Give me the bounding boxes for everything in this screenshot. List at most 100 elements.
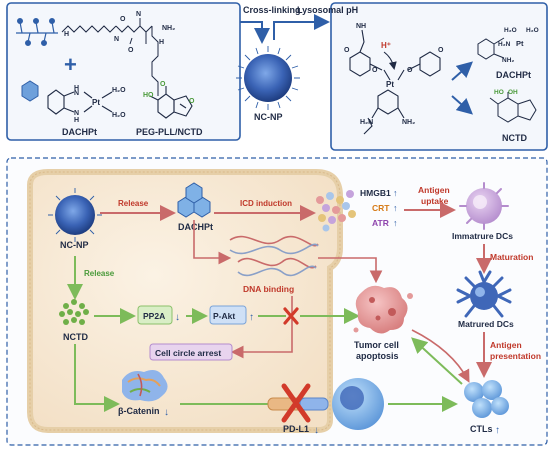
right-nctd-structure-icon <box>489 92 537 123</box>
right-h2n: H₂N <box>498 41 511 48</box>
right-nctd-label: NCTD <box>502 133 527 143</box>
complex-o-1: O <box>372 67 378 74</box>
crt-up-arrow: ↑ <box>393 203 398 213</box>
bottom-panel: NC-NP Release DACHPt ICD induction <box>6 157 548 446</box>
complex-o-2: O <box>407 67 413 74</box>
right-oh: OH <box>508 89 518 96</box>
dna-helix-icon <box>229 235 319 277</box>
arrow-to-dachpt <box>451 61 473 81</box>
ncnp-bottom-icon <box>48 188 102 242</box>
right-pt: Pt <box>516 39 524 48</box>
nctd-ho-label: HO <box>143 92 154 99</box>
nh2-label-top: NH₂ <box>162 25 175 32</box>
damps-cluster-icon <box>316 190 356 232</box>
pp2a-label: PP2A <box>143 311 165 321</box>
complex-pt: Pt <box>386 80 394 89</box>
dachpt-n-2: N <box>74 110 79 117</box>
plus-sign: + <box>64 52 77 77</box>
dachpt-h-2: H <box>74 117 79 124</box>
nctd-label-bottom: NCTD <box>63 332 88 342</box>
o-atom-1: O <box>120 16 126 23</box>
dachpt-label-bottom: DACHPt <box>178 222 213 232</box>
ctls-cluster-icon <box>464 380 509 418</box>
release-label-1: Release <box>118 199 149 208</box>
dachpt-n-1: N <box>74 90 79 97</box>
top-panel: H N O N O H NH₂ + H N N H Pt H₂O H₂O DAC… <box>6 2 548 151</box>
lysosomal-ph-label: Lysosomal pH <box>297 5 358 15</box>
hplus-arrow <box>383 51 397 70</box>
right-nh2: NH₂ <box>502 57 514 64</box>
antigen-uptake-line2: uptake <box>421 196 449 206</box>
tumor-cell-membrane-inner <box>29 171 341 431</box>
atr-label: ATR <box>372 218 389 228</box>
o-atom-2: O <box>128 47 134 54</box>
n-atom-1: N <box>114 36 119 43</box>
cell-arrest-box <box>149 343 233 361</box>
beta-catenin-protein-icon <box>122 370 168 402</box>
ctls-label: CTLs <box>470 424 493 434</box>
nctd-cluster-icon <box>59 299 89 325</box>
pt-complex-structure-icon <box>349 29 441 135</box>
right-h2o-1: H₂O <box>504 27 517 34</box>
ncnp-nanoparticle-icon <box>236 46 300 110</box>
polymer-brush-icon <box>16 18 58 46</box>
maturation-label: Maturation <box>490 252 533 262</box>
ncnp-label-top: NC-NP <box>254 112 283 122</box>
tumor-apoptosis-line1: Tumor cell <box>354 340 399 350</box>
pp2a-down-arrow: ↓ <box>175 312 180 323</box>
right-h2o-2: H₂O <box>526 27 539 34</box>
beta-catenin-label: β-Catenin <box>118 406 160 416</box>
crosslinking-label: Cross-linking <box>243 5 301 15</box>
pdl1-label: PD-L1 <box>283 424 309 434</box>
n-atom-2: N <box>136 11 141 18</box>
ncnp-label-bottom: NC-NP <box>60 240 89 250</box>
release-label-2: Release <box>84 269 115 278</box>
arrow-to-nctd <box>451 95 473 115</box>
immature-dc-icon <box>459 182 509 230</box>
nctd-ring-icon <box>149 86 193 119</box>
complex-nh2: NH₂ <box>402 119 415 126</box>
h-atom-2: H <box>159 39 164 46</box>
atr-up-arrow: ↑ <box>393 218 398 228</box>
peg-structure-icon <box>61 18 159 96</box>
nctd-o-label-2: O <box>189 98 195 105</box>
dachpt-to-dna-arrow <box>193 220 232 265</box>
pdl1-block-x-icon <box>281 383 311 423</box>
right-dachpt-label: DACHPt <box>496 70 531 80</box>
top-right-box <box>330 2 548 151</box>
right-ho: HO <box>494 89 504 96</box>
pakt-inhibit-x-icon <box>283 307 299 325</box>
hexagon-icon <box>21 80 39 102</box>
dna-binding-label: DNA binding <box>243 284 294 294</box>
antigen-uptake-line1: Antigen <box>418 185 450 195</box>
matured-dc-icon <box>456 270 512 318</box>
pakt-label: P-Akt <box>213 311 235 321</box>
crosslinking-arrow <box>240 21 270 44</box>
tumor-apoptosis-line2: apoptosis <box>356 351 399 361</box>
hmgb1-up-arrow: ↑ <box>393 188 398 198</box>
pdl1-down-arrow: ↓ <box>314 425 319 436</box>
tumor-to-ctl-arrow <box>411 329 470 383</box>
dachpt-hexagon-cluster-icon <box>177 182 211 218</box>
pakt-box <box>209 305 247 325</box>
tumor-apoptosis-icon <box>353 285 413 334</box>
antigen-presentation-line2: presentation <box>490 351 541 361</box>
hplus-label: H⁺ <box>381 41 391 50</box>
nctd-to-catenin-arrow <box>74 344 120 412</box>
right-dachpt-structure-icon <box>477 37 505 60</box>
immature-dc-label: Immatrure DCs <box>452 231 513 241</box>
complex-o-3: O <box>344 47 350 54</box>
complex-nh-top: NH <box>356 23 366 30</box>
dachpt-structure-icon <box>47 89 113 115</box>
dachpt-h-1: H <box>74 85 79 92</box>
pp2a-box <box>137 305 173 325</box>
lysosomal-arrow <box>273 14 330 40</box>
top-left-box <box>6 2 241 141</box>
cell-arrest-label: Cell circle arrest <box>155 348 221 358</box>
ctl-to-tumor-arrow <box>411 337 463 385</box>
ctls-up-arrow: ↑ <box>495 425 500 436</box>
dachpt-h2o-2: H₂O <box>112 112 126 119</box>
peg-pll-nctd-label: PEG-PLL/NCTD <box>136 127 203 137</box>
h-atom-1: H <box>64 31 69 38</box>
